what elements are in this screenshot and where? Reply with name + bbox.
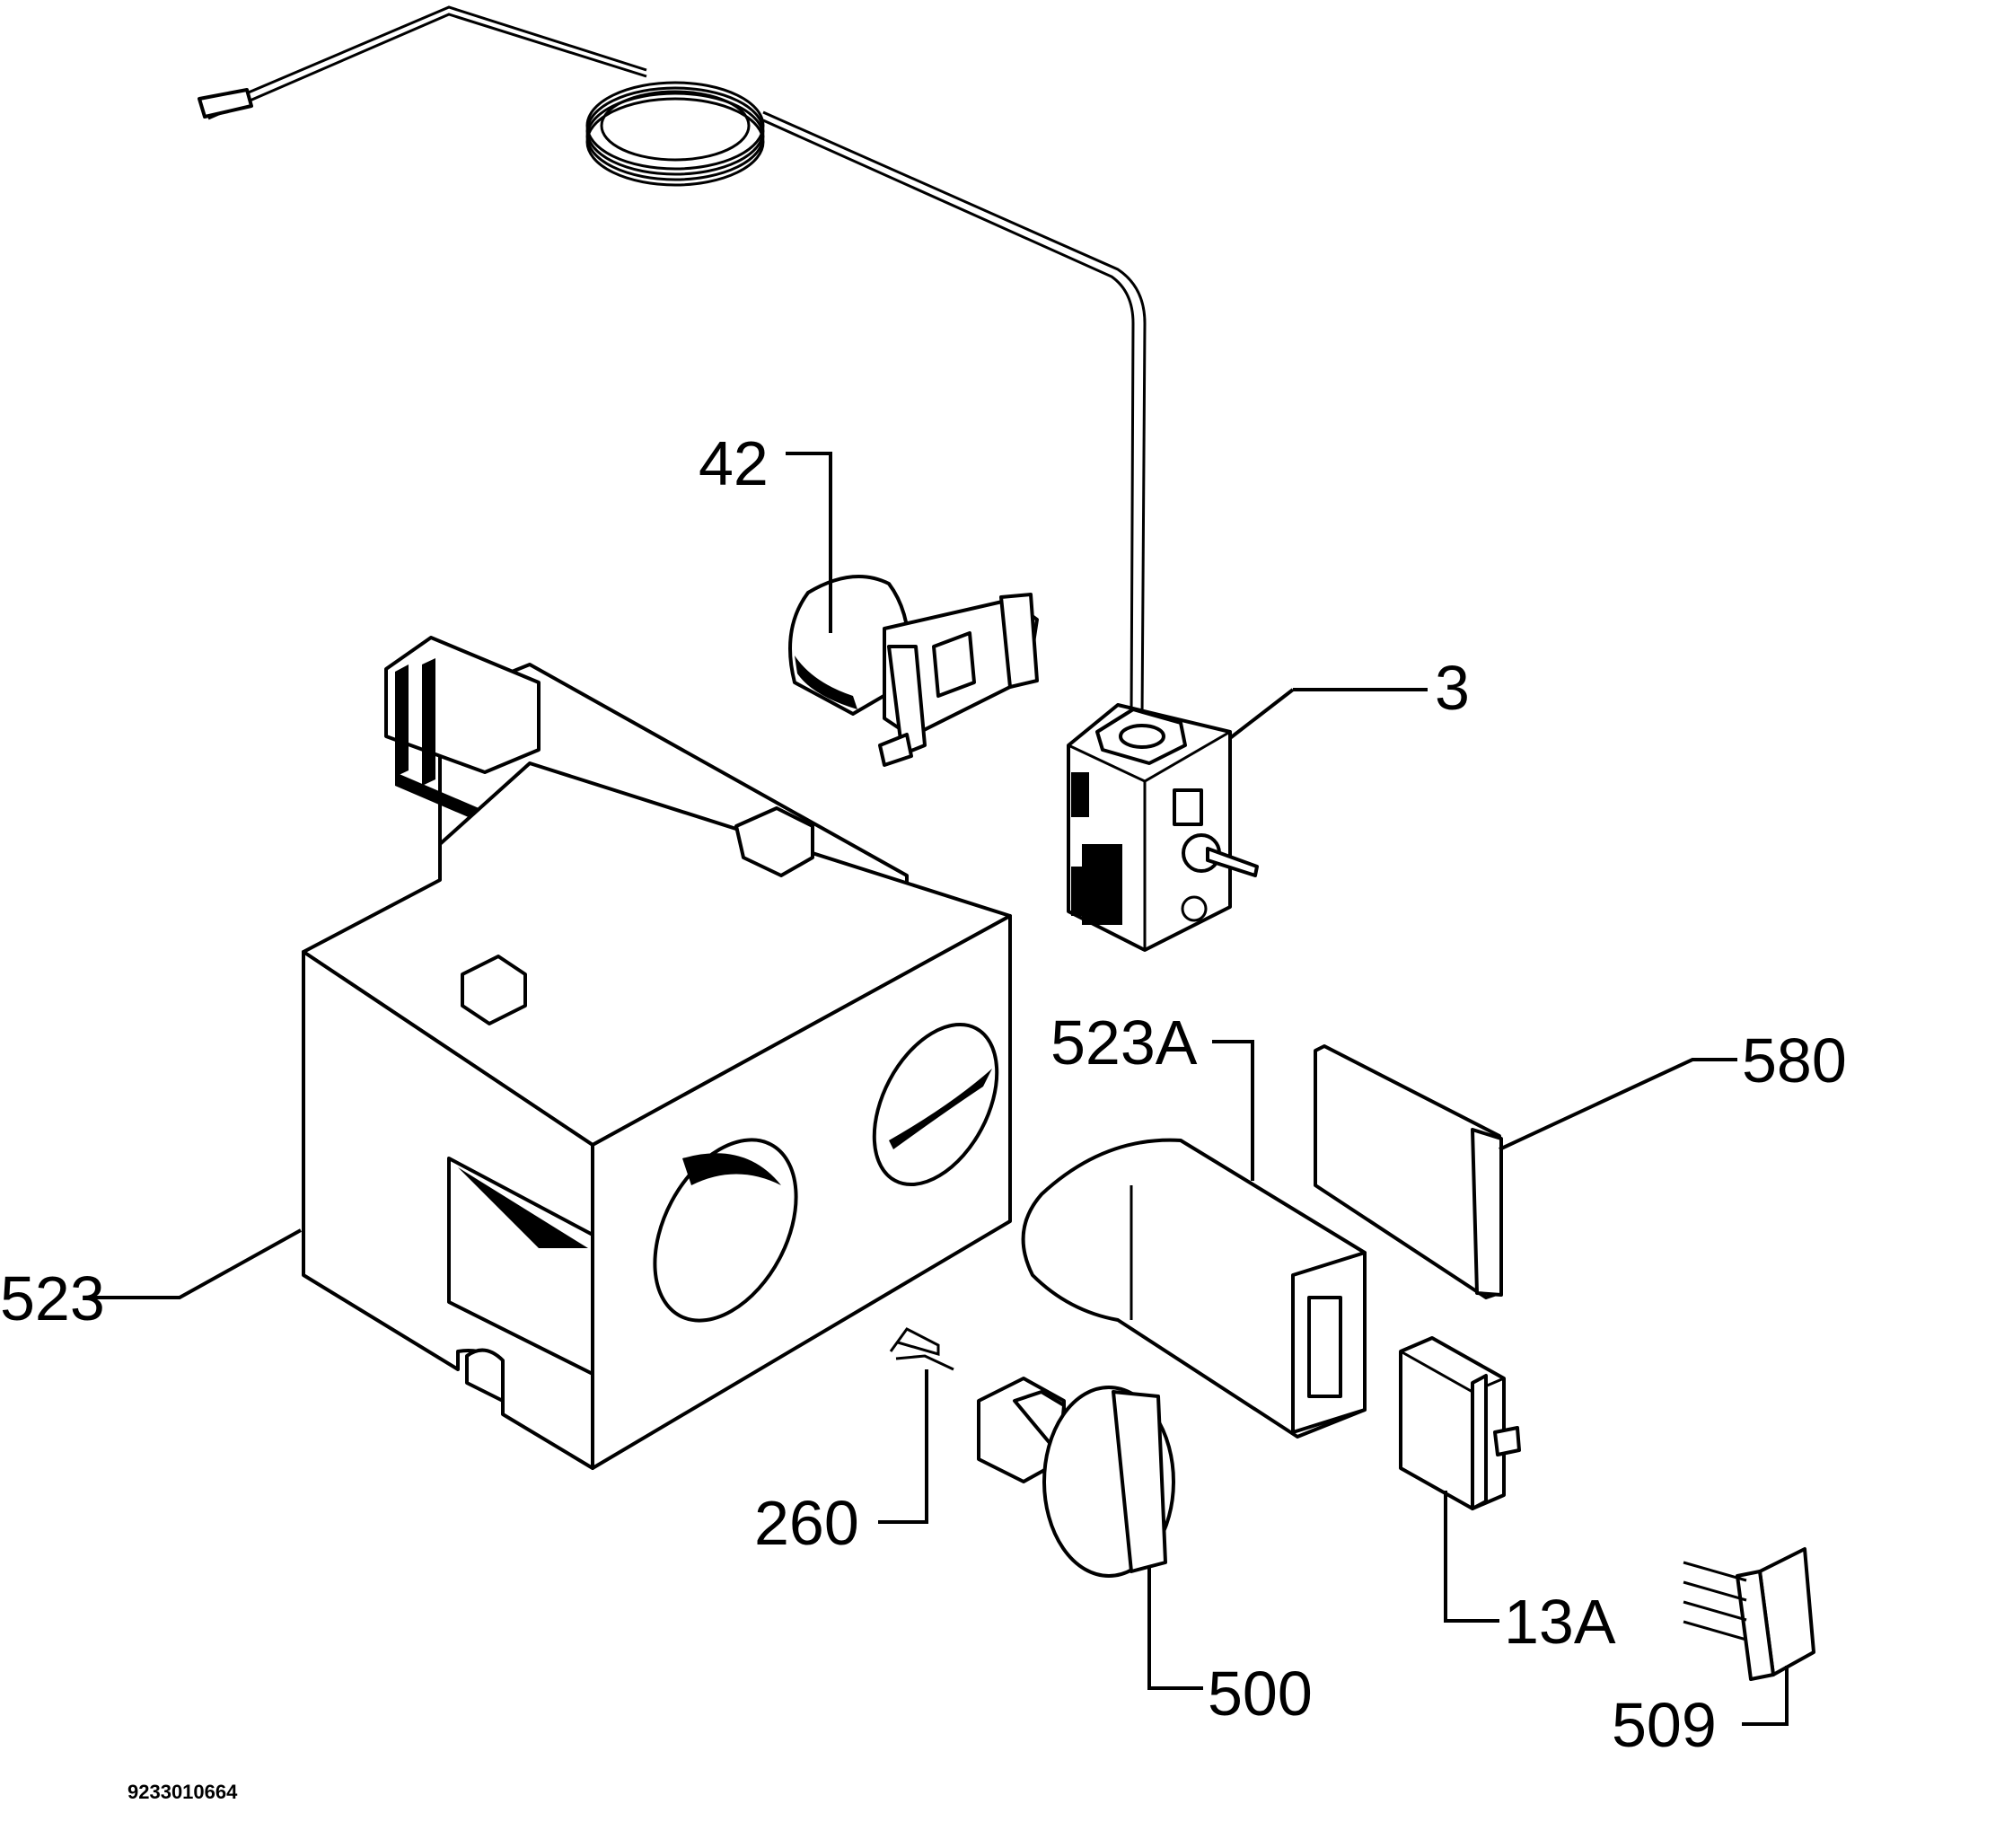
label-260: 260 — [754, 1488, 859, 1558]
leader-523 — [90, 1228, 302, 1299]
switch-13a[interactable] — [1399, 1336, 1521, 1510]
label-523a: 523A — [1050, 1008, 1198, 1078]
leader-580 — [1499, 1058, 1737, 1151]
label-500: 500 — [1208, 1659, 1313, 1729]
leader-13a — [1444, 1491, 1499, 1623]
leader-42 — [786, 452, 832, 633]
label-13a: 13A — [1504, 1587, 1616, 1657]
label-42: 42 — [699, 428, 769, 498]
lamp-holder-42[interactable] — [788, 575, 1039, 767]
control-knob-500[interactable] — [977, 1377, 1175, 1578]
label-580: 580 — [1742, 1025, 1847, 1096]
document-number: 9233010664 — [127, 1781, 238, 1803]
connector-509[interactable] — [1683, 1547, 1815, 1681]
label-509: 509 — [1612, 1690, 1717, 1760]
lamp-cover-plate-580[interactable] — [1314, 1044, 1503, 1299]
housing-cover-523a[interactable] — [1021, 1138, 1367, 1439]
spring-clip-260[interactable] — [889, 1327, 954, 1371]
part-labels: 42 3 523 523A 580 260 500 13A 509 — [0, 428, 1847, 1760]
control-housing-523[interactable] — [302, 636, 1022, 1470]
leader-523a — [1212, 1040, 1254, 1181]
capillary-tube — [198, 5, 1147, 719]
leader-509 — [1742, 1666, 1789, 1726]
label-3: 3 — [1435, 653, 1470, 723]
leader-lines — [90, 452, 1789, 1726]
leader-500 — [1147, 1567, 1203, 1690]
leader-260 — [878, 1369, 928, 1524]
label-523: 523 — [0, 1263, 105, 1333]
thermostat-3[interactable] — [1067, 688, 1295, 952]
